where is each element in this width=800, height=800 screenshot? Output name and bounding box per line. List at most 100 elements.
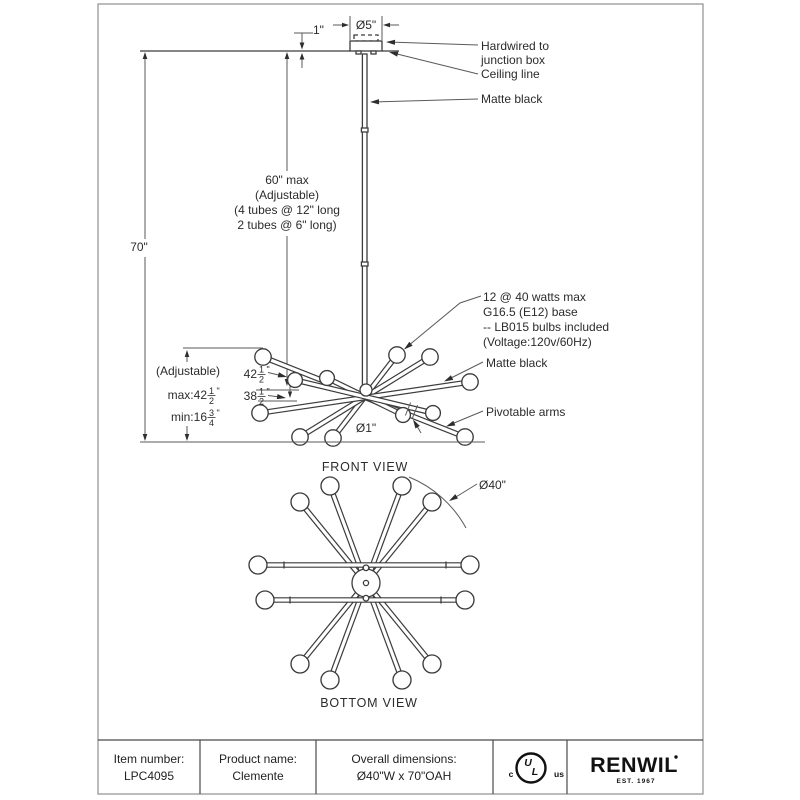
dim-five-inch-label: Ø5": [356, 18, 376, 32]
renwil-logo: RENWIL EST. 1967: [590, 753, 678, 785]
ul-letter-u: U: [524, 757, 532, 769]
bulb: [286, 371, 304, 389]
bulb: [290, 492, 310, 512]
dim-tube-diameter: Ø1": [356, 402, 422, 435]
dim-adjustable-height: [140, 347, 485, 443]
page-border: [97, 3, 704, 795]
min-frac-den: 4: [209, 418, 214, 428]
hardwired-label: Hardwired to: [481, 39, 549, 53]
tube-diameter-label: Ø1": [356, 421, 376, 435]
rod-length-line2: (Adjustable): [255, 188, 319, 202]
bulbs-spec-line3: -- LB015 bulbs included: [483, 320, 609, 334]
matte-black-top-label: Matte black: [481, 92, 543, 106]
bottom-hub: [351, 568, 381, 598]
product-name-label: Product name:: [219, 752, 297, 766]
dim-42-label: 42: [244, 367, 258, 381]
dim-42-den: 2: [259, 375, 264, 385]
dim-five-inch: Ø5": [333, 16, 399, 40]
item-number-label: Item number:: [114, 752, 185, 766]
bottom-view-bulbs: [248, 476, 480, 690]
bulb: [320, 476, 340, 496]
min-frac-num: 3: [209, 408, 214, 418]
bulb: [320, 670, 340, 690]
brand-name: RENWIL: [590, 753, 678, 777]
max-frac-num: 1: [209, 386, 214, 396]
bulb: [392, 670, 412, 690]
dim-42-num: 1: [259, 365, 264, 375]
dim-38-label: 38: [244, 389, 258, 403]
brand-trademark-dot: [674, 755, 678, 759]
bulb: [255, 590, 275, 610]
bulb: [424, 404, 442, 422]
pivotable-arms-label: Pivotable arms: [486, 405, 565, 419]
dim-38-half: 38 1 2 ": [244, 387, 286, 407]
front-view-label: FRONT VIEW: [322, 460, 408, 474]
bottom-view: Ø40": [248, 476, 506, 690]
fixture-callouts: 12 @ 40 watts max G16.5 (E12) base -- LB…: [404, 290, 609, 427]
overall-dimensions-value: Ø40"W x 70"OAH: [357, 769, 452, 783]
rod-length-line1: 60" max: [265, 173, 309, 187]
front-hub: [359, 383, 373, 397]
pivot-arm: [292, 377, 436, 416]
bulb: [422, 654, 442, 674]
hardwired-label-2: junction box: [480, 53, 545, 67]
brand-est-label: EST. 1967: [617, 778, 656, 785]
max-inch-mark: ": [217, 386, 220, 396]
item-number-value: LPC4095: [124, 769, 174, 783]
dim-one-inch: 1": [294, 23, 324, 68]
bulb: [254, 348, 272, 366]
canopy-body: [349, 40, 383, 52]
max-frac-den: 2: [209, 396, 214, 406]
front-view-bulbs: [251, 346, 479, 447]
top-callouts: Hardwired to junction box Ceiling line M…: [370, 39, 549, 106]
ul-letters-us: us: [554, 769, 564, 779]
bulb: [461, 373, 479, 391]
rod-length-line4: 2 tubes @ 6" long): [237, 218, 336, 232]
dim-one-inch-label: 1": [313, 23, 324, 37]
fixture-diameter-label: Ø40": [479, 478, 506, 492]
canopy: [349, 34, 383, 55]
bulb: [388, 346, 406, 364]
tube-coupler: [360, 261, 369, 267]
bottom-view-label: BOTTOM VIEW: [320, 696, 417, 710]
rod-length-line3: (4 tubes @ 12" long: [234, 203, 340, 217]
dim-42-inch: ": [267, 365, 270, 375]
dim-42-half: 42 1 2 ": [244, 365, 287, 385]
bulb: [291, 428, 309, 446]
dim-sixty-max: 60" max (Adjustable) (4 tubes @ 12" long…: [234, 52, 340, 402]
product-name-value: Clemente: [232, 769, 284, 783]
bulbs-spec-line2: G16.5 (E12) base: [483, 305, 578, 319]
matte-black-mid-label: Matte black: [486, 356, 548, 370]
dim-38-num: 1: [259, 387, 264, 397]
adjustable-range-text: (Adjustable) max:42 1 2 " min:16 3 4 ": [156, 364, 220, 428]
bulb: [392, 476, 412, 496]
bulb: [324, 429, 342, 447]
dim-seventy-label: 70": [130, 240, 148, 254]
overall-dimensions-label: Overall dimensions:: [351, 752, 456, 766]
bulb: [456, 428, 474, 446]
dim-38-inch: ": [267, 387, 270, 397]
bulb: [455, 590, 475, 610]
bulb: [248, 555, 268, 575]
bulb: [318, 369, 336, 387]
diameter-arc: [408, 476, 467, 529]
bulbs-spec-line1: 12 @ 40 watts max: [483, 290, 586, 304]
min-inch-mark: ": [217, 408, 220, 418]
junction-box-hidden: [353, 34, 379, 42]
ul-letter-c: c: [509, 769, 514, 779]
bulb: [422, 492, 442, 512]
tube-coupler: [360, 127, 369, 133]
ceiling-line-label: Ceiling line: [481, 67, 540, 81]
dim-38-den: 2: [259, 397, 264, 407]
min-dim: min:16: [171, 410, 207, 424]
footer-table: Item number: LPC4095 Product name: Cleme…: [98, 739, 703, 794]
ul-letter-l: L: [532, 766, 538, 778]
adjustable-label: (Adjustable): [156, 364, 220, 378]
max-dim: max:42: [168, 388, 208, 402]
ul-listed-icon: U L c us: [509, 752, 564, 784]
bulb: [460, 555, 480, 575]
stem-rod: [360, 53, 369, 386]
dim-seventy: 70": [130, 52, 148, 441]
bulb: [251, 404, 269, 422]
